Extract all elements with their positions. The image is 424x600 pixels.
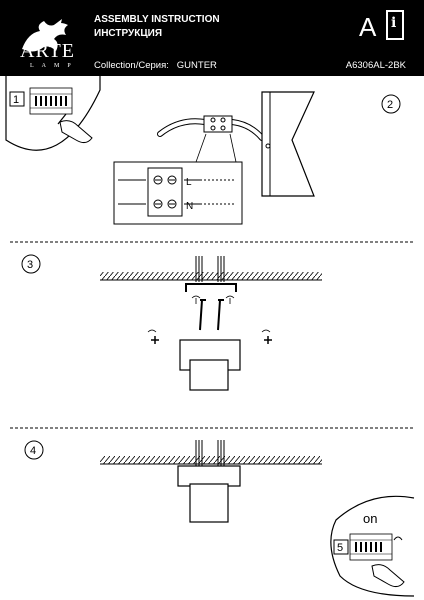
step3-mounting: 3 — [21, 254, 322, 391]
label-neutral: N — [186, 201, 193, 212]
step4-number: 4 — [30, 445, 36, 457]
title-russian: ИНСТРУКЦИЯ — [94, 28, 163, 39]
step3-number: 3 — [27, 259, 33, 271]
info-icon: i — [386, 10, 404, 40]
brand-logo-text: ARTE — [20, 40, 76, 62]
label-on: on — [363, 511, 377, 526]
ceiling-surface — [100, 456, 322, 464]
step5-switch-on-detail: on 5 — [330, 495, 415, 597]
label-live: L — [186, 177, 192, 188]
step5-number: 5 — [337, 542, 343, 554]
size-letter: A — [359, 12, 377, 42]
step2-number: 2 — [387, 99, 393, 111]
lamp-side-profile — [261, 91, 315, 197]
article-number: A6306AL-2BK — [345, 60, 406, 71]
title-english: ASSEMBLY INSTRUCTION — [94, 14, 220, 25]
collection-label: Collection/Серия: — [94, 60, 169, 71]
lamp-base-step4 — [177, 465, 241, 487]
info-symbol: i — [391, 15, 397, 31]
brand-logo-subtext: LAMP — [30, 63, 79, 69]
ceiling-surface — [100, 272, 322, 280]
step4-attach: 4 — [24, 440, 322, 523]
collection-line: Collection/Серия: GUNTER — [94, 60, 217, 71]
step1-number: 1 — [13, 94, 19, 106]
collection-name: GUNTER — [176, 60, 217, 71]
step2-wiring: 2 L N — [113, 91, 401, 225]
step1-switch-off-detail: 1 — [5, 76, 101, 151]
header-bar: ARTE LAMP ASSEMBLY INSTRUCTION ИНСТРУКЦИ… — [0, 0, 424, 76]
griffin-logo-icon — [22, 19, 68, 52]
